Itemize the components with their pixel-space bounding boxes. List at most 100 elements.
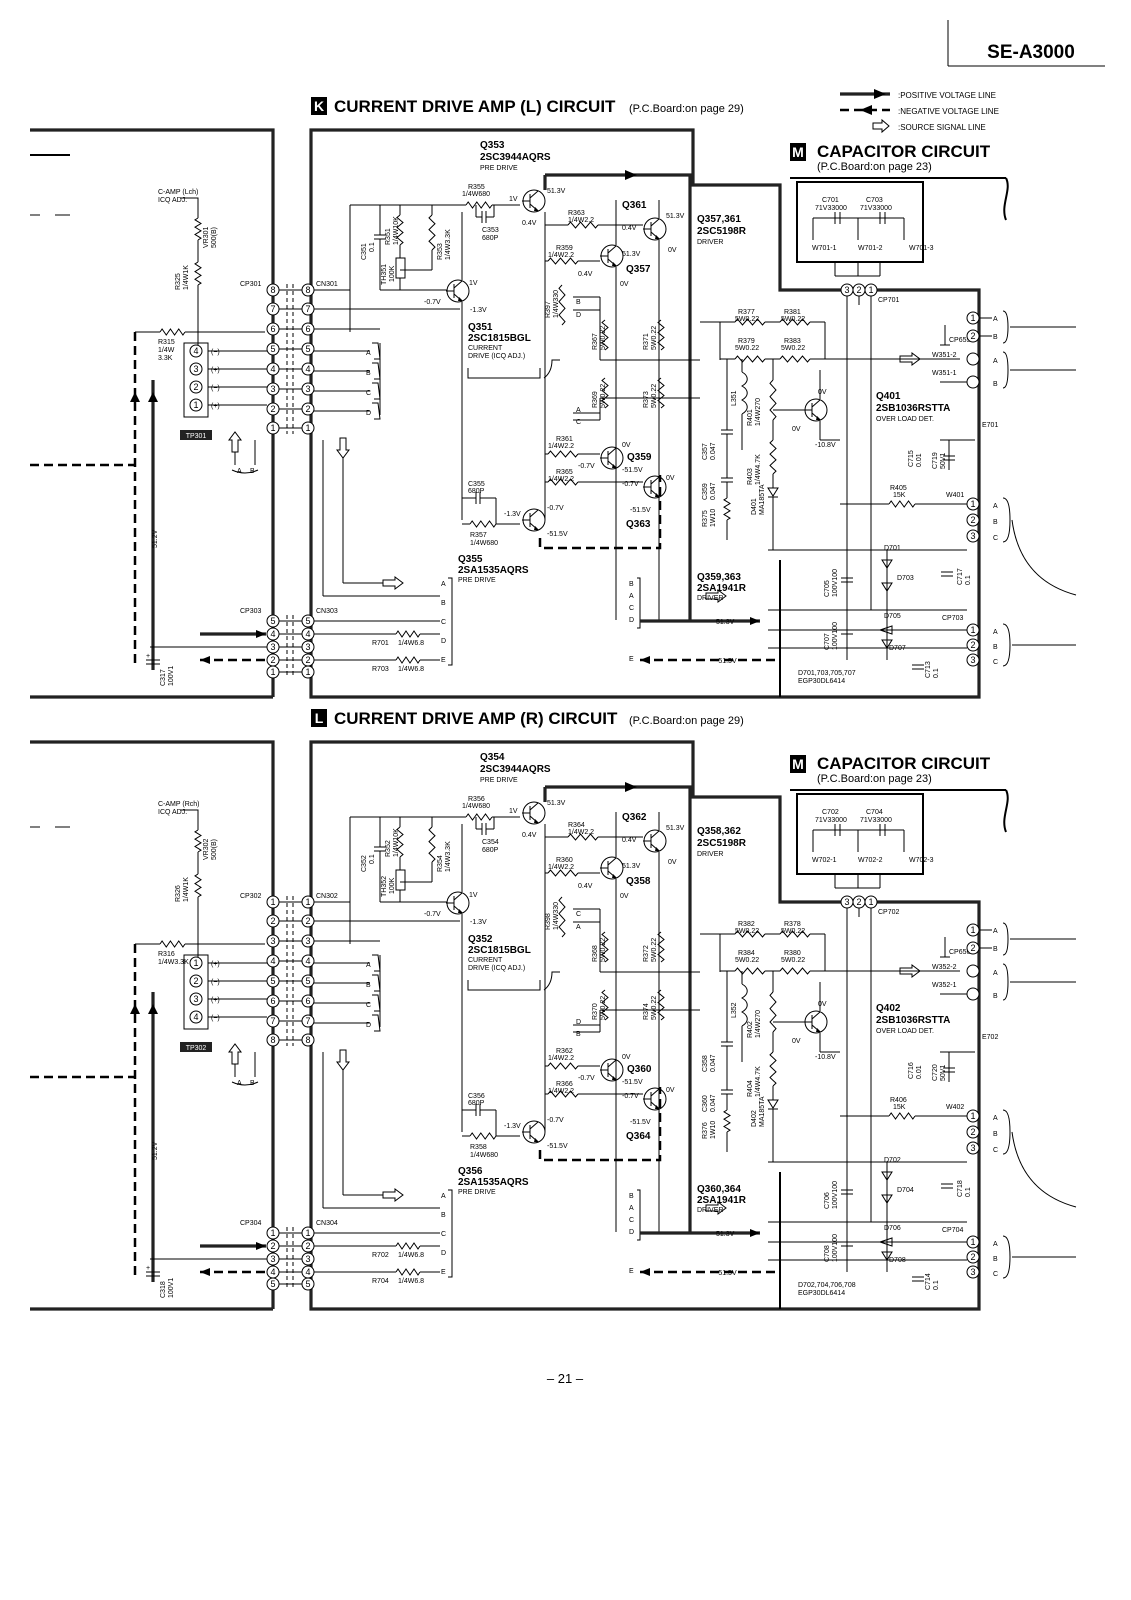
svg-text:A: A [993,316,998,323]
test-point-polarity: (+) [211,997,220,1004]
test-point-block [183,954,209,1030]
svg-text:E: E [629,656,634,663]
r-driver-c-label: R362 [556,1048,573,1055]
over-load-role: OVER LOAD DET. [876,416,934,423]
svg-text:2: 2 [270,1241,275,1251]
c-359-label: C360 [702,1095,709,1112]
r-neg-pre [469,520,497,528]
r-379-value: 5W0.22 [735,345,759,352]
wire-a-label: W702-1 [812,857,837,864]
over-load-q-label: Q401 [876,391,901,402]
r-353-label: R354 [437,855,444,872]
svg-text:7: 7 [270,1016,275,1026]
r-401 [769,379,777,421]
driver-d-label: Q363 [626,519,651,530]
r-emitter-2-value: 5W0.22 [651,938,658,962]
input-resistor [159,328,186,336]
connector-cp-pin: 4 [266,954,280,968]
r-driver-d-label: R366 [556,1081,573,1088]
svg-text:A: A [993,928,998,935]
r-383-label: R383 [784,338,801,345]
svg-text:2: 2 [970,640,975,650]
cap-conn-pin-1: 1 [864,895,878,909]
driver-d-v: 0V [666,1087,675,1094]
r-out-1 [395,1242,421,1250]
positive-arrow-out [200,630,266,638]
r-emitter-2-value: 5W0.22 [651,326,658,350]
r-out-379 [734,355,766,363]
test-point-pin: 3 [189,992,203,1006]
over-load-role: OVER LOAD DET. [876,1028,934,1035]
connector-cp-pin: 2 [266,914,280,928]
source-signal-arrow-right-2 [705,589,727,603]
connector-cn-pin: 4 [301,362,315,376]
r-neg-pre-label: R357 [470,532,487,539]
svg-text:3: 3 [270,1254,275,1264]
wire-b-label: W701-2 [858,245,883,252]
driver-c-transistor [600,446,624,470]
r-383-label: R380 [784,950,801,957]
r-driver-b [547,869,579,877]
svg-text:2: 2 [970,1127,975,1137]
svg-text:B: B [629,581,634,588]
svg-text:B: B [993,946,998,953]
r-353 [428,826,436,863]
connector-cn2-pin: 3 [301,640,315,654]
svg-text:C: C [576,419,581,426]
connector-cn-pin: 1 [301,421,315,435]
neg-pre-part: 2SA1535AQRS [458,1177,529,1188]
positive-bus [545,785,692,1232]
connector-cn-pin: 3 [301,934,315,948]
svg-text:2: 2 [305,655,310,665]
legend-negative: :NEGATIVE VOLTAGE LINE [840,105,999,116]
driver-d-collector-v: -51.5V [630,507,651,514]
driver-a-base-v: 0.4V [622,837,637,844]
svg-text:1: 1 [868,897,873,907]
connector-cn2-pin: 2 [301,653,315,667]
r-377-label: R377 [738,309,755,316]
thermistor [395,869,406,891]
r-pre-base-label: R356 [468,796,485,803]
connector-cn-pin: 3 [301,382,315,396]
diode-401 [767,1099,779,1109]
c-719-label: C719 [932,452,939,469]
connector-cp-pin: 3 [266,382,280,396]
svg-text:C: C [993,1271,998,1278]
cur-base-v: 1V [469,892,478,899]
connector-cp-pin: 6 [266,322,280,336]
connector-cn-pin: 6 [301,994,315,1008]
r-405-label: R405 [890,485,907,492]
r-driver-d-label: R365 [556,469,573,476]
c-715-label: C716 [908,1062,915,1079]
vr-label: VR301 [203,226,210,248]
c-719-value: 50V1 [940,453,947,469]
r-driver-d [547,1090,579,1098]
svg-text:D: D [576,312,581,319]
driver-d-base-v: -0.7V [622,1093,639,1100]
test-point-polarity: (+) [211,403,220,410]
r-driver-a-value: 1/4W2.2 [568,217,594,224]
r-out-2-label: R703 [372,666,389,673]
driver-c-base-v: -0.7V [578,1075,595,1082]
r-neg-pre-label: R358 [470,1144,487,1151]
r-out-2-value: 1/4W6.8 [398,1278,424,1285]
svg-text:B: B [993,644,998,651]
current-drive-part: 2SC1815BGL [468,945,531,956]
r-403 [769,439,777,475]
c-715-value: 0.01 [916,453,923,467]
svg-text:5: 5 [270,616,275,626]
cap-a-value: 71V33000 [815,817,847,824]
connector-cn-pin: 8 [301,1033,315,1047]
svg-text:8: 8 [270,285,275,295]
legend-positive-label: :POSITIVE VOLTAGE LINE [898,91,996,100]
pre-drive-role: PRE DRIVE [480,777,518,784]
neg-driver-q-label: Q359,363 [697,572,741,583]
c-715-label: C715 [908,450,915,467]
positive-arrow-out [200,1242,266,1250]
r-401-label: R402 [747,1021,754,1038]
r-emitter-1 [601,319,609,351]
test-point-polarity: (−) [211,1015,220,1022]
svg-text:A: A [441,581,446,588]
c-357-value: 0.047 [710,1054,717,1072]
driver-a-collector-v: 51.3V [666,213,685,220]
